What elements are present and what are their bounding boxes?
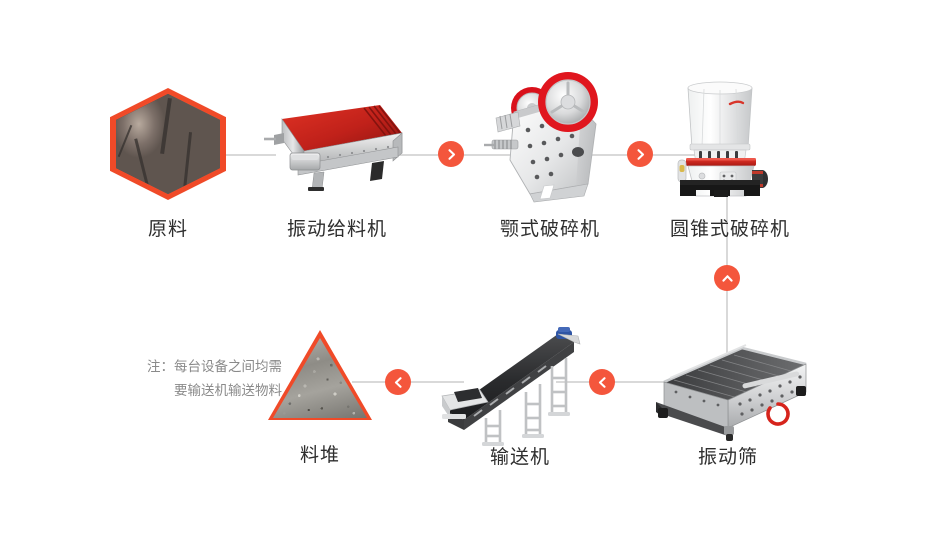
node-conveyor-label: 输送机	[489, 446, 550, 468]
note-block: 注：每台设备之间均需 要输送机输送物料	[110, 356, 282, 403]
node-vibrating-feeder-label: 振动给料机	[286, 218, 387, 240]
node-stockpile-icon[interactable]	[268, 330, 372, 420]
node-cone-crusher-icon[interactable]	[664, 72, 788, 197]
node-raw-material-label: 原料	[147, 218, 188, 240]
flow-arrow-screen-to-conveyor[interactable]	[589, 369, 615, 395]
cone-crusher-machine	[677, 81, 768, 197]
node-jaw-crusher-label: 颚式破碎机	[499, 218, 600, 240]
flow-arrow-conveyor-to-stockpile[interactable]	[385, 369, 411, 395]
belt-conveyor-machine	[441, 327, 581, 446]
vibrating-feeder-machine	[264, 105, 403, 191]
chevron-left-icon	[596, 376, 609, 389]
node-vibrating-screen-label: 振动筛	[697, 446, 758, 468]
node-stockpile-label: 料堆	[299, 444, 340, 466]
note-line-2: 要输送机输送物料	[174, 382, 282, 399]
node-jaw-crusher-icon[interactable]	[484, 68, 614, 203]
flow-arrow-screen-to-cone[interactable]	[714, 265, 740, 291]
triangle-gravel-pile	[273, 338, 367, 418]
flow-arrow-feeder-to-jaw[interactable]	[438, 141, 464, 167]
note-line-1: 注：每台设备之间均需	[147, 359, 282, 375]
chevron-right-icon	[445, 148, 458, 161]
chevron-up-icon	[721, 272, 734, 285]
node-cone-crusher-label: 圆锥式破碎机	[669, 218, 790, 240]
jaw-crusher-machine	[484, 72, 598, 203]
chevron-left-icon	[392, 376, 405, 389]
vibrating-screen-machine	[656, 344, 807, 441]
node-conveyor-icon[interactable]	[440, 318, 590, 446]
chevron-right-icon	[634, 148, 647, 161]
connector-line-raw-to-feeder	[218, 154, 276, 156]
connector-line-screen-to-conveyor	[556, 381, 674, 383]
node-raw-material-icon[interactable]	[110, 88, 226, 200]
flow-arrow-jaw-to-cone[interactable]	[627, 141, 653, 167]
node-vibrating-screen-icon[interactable]	[646, 340, 816, 450]
node-vibrating-feeder-icon[interactable]	[252, 95, 412, 205]
